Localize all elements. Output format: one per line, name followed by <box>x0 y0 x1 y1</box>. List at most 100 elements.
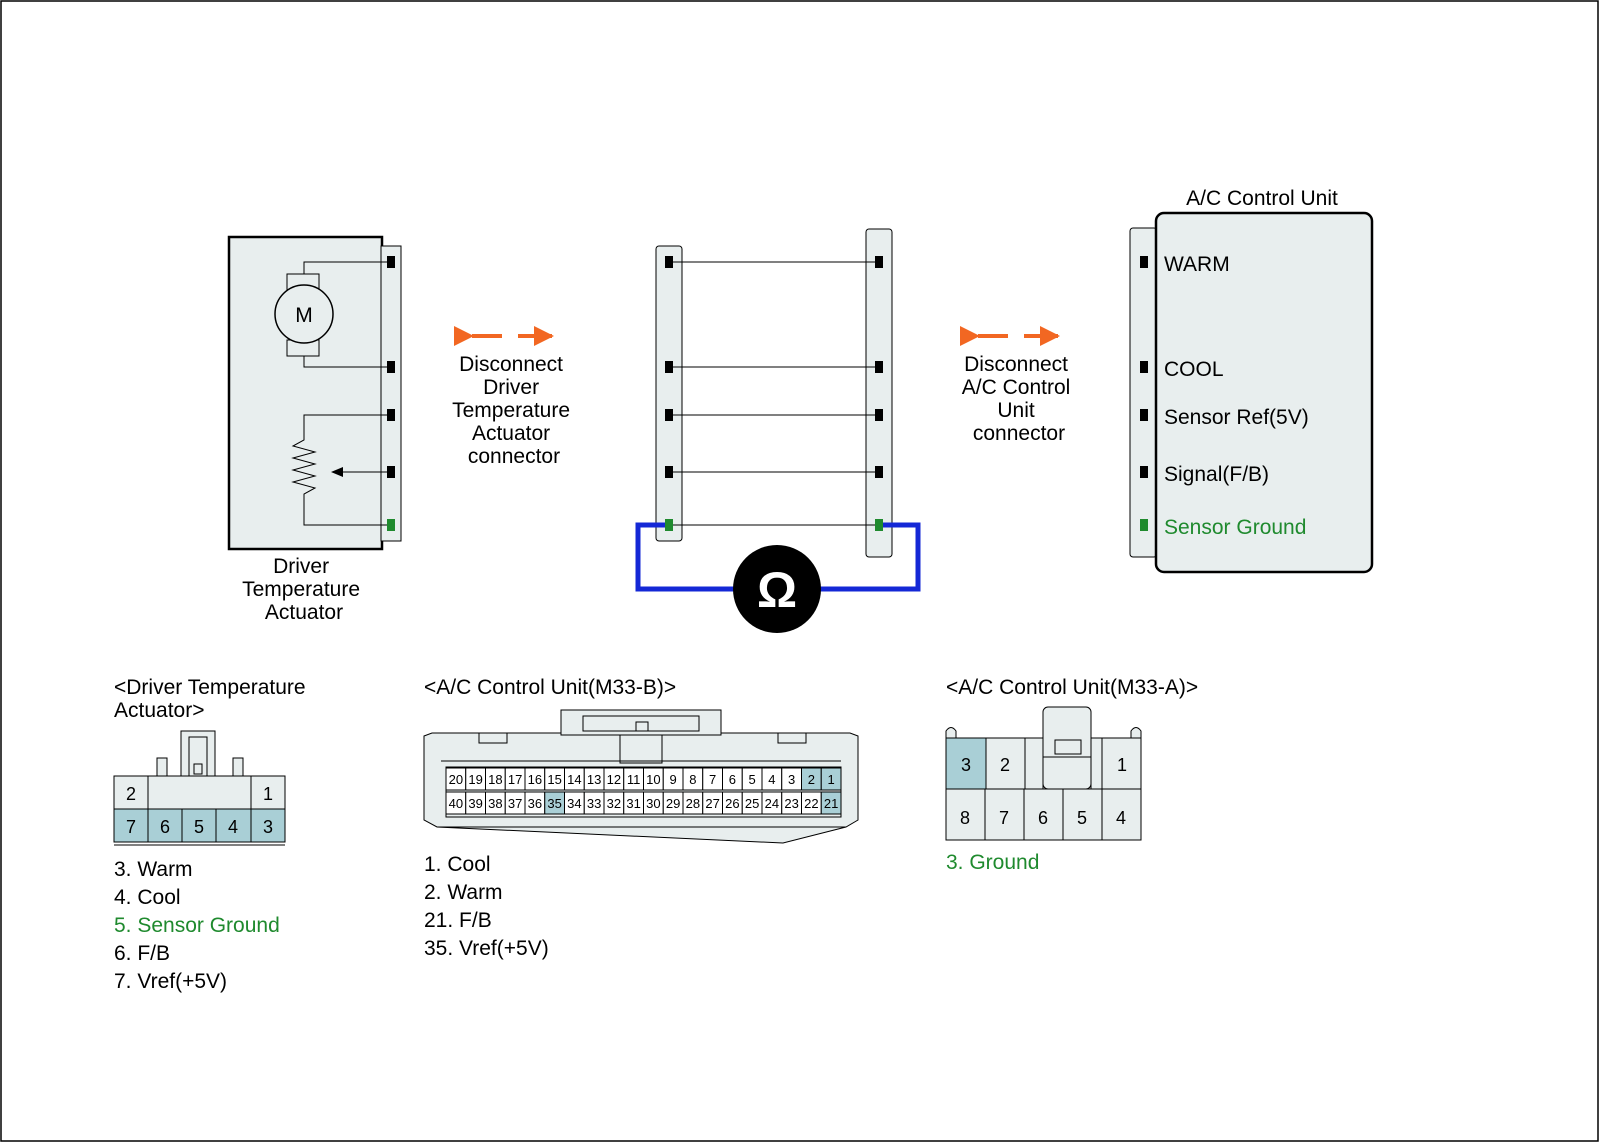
m33b-pin-number: 22 <box>804 796 818 811</box>
m33a-pin-cell <box>984 788 1025 841</box>
terminal-cool: COOL <box>1164 358 1224 381</box>
m33b-pin-number: 30 <box>646 796 660 811</box>
meter-lead-left <box>635 522 740 592</box>
actuator-legend-item: 6. F/B <box>114 942 170 965</box>
actuator-connector-key <box>193 763 203 775</box>
m33b-pin-number: 1 <box>828 772 835 787</box>
m33b-latch <box>777 732 807 744</box>
m33a-pin-number: 8 <box>960 808 970 828</box>
m33b-pin-number: 12 <box>607 772 621 787</box>
m33b-pin-number: 35 <box>547 796 561 811</box>
m33b-pin-cell <box>820 791 842 815</box>
harness-pin <box>875 361 883 373</box>
actuator-connector-strip <box>380 245 402 542</box>
m33b-legend-item: 2. Warm <box>424 881 503 904</box>
m33b-legend-item: 35. Vref(+5V) <box>424 937 549 960</box>
harness-ground-pin <box>665 519 673 531</box>
terminal-sensor-ground: Sensor Ground <box>1164 516 1306 539</box>
actuator-pin-cell <box>215 808 252 843</box>
actuator-pin-cell <box>250 808 286 843</box>
m33b-pin-number: 26 <box>725 796 739 811</box>
wiper-arrow-icon <box>331 467 343 477</box>
actuator-connector-tab <box>232 757 244 777</box>
m33b-pin-number: 14 <box>567 772 581 787</box>
harness-pin <box>875 466 883 478</box>
harness-ground-pin <box>875 519 883 531</box>
disconnect-left-label: Disconnect Driver Temperature Actuator c… <box>452 353 576 468</box>
m33b-pin-number: 27 <box>705 796 719 811</box>
m33b-pin-number: 2 <box>808 772 815 787</box>
harness-test: Ω <box>635 228 921 633</box>
harness-pin <box>665 466 673 478</box>
potentiometer-resistor-icon <box>291 414 391 526</box>
actuator-pin-number: 3 <box>263 817 273 837</box>
control-unit-body <box>1154 211 1374 574</box>
m33b-pin-number: 13 <box>587 772 601 787</box>
m33b-pin-number: 29 <box>666 796 680 811</box>
m33b-pin-number: 5 <box>749 772 756 787</box>
m33a-pin-number: 3 <box>961 755 971 775</box>
actuator-pin-number: 6 <box>160 817 170 837</box>
m33a-pin-number: 1 <box>1117 755 1127 775</box>
actuator-pin <box>387 466 395 478</box>
m33b-pin-number: 38 <box>488 796 502 811</box>
motor-icon <box>274 284 334 344</box>
m33b-pin-number: 8 <box>689 772 696 787</box>
actuator-caption: Driver Temperature Actuator <box>242 555 366 624</box>
m33b-pin-number: 4 <box>768 772 775 787</box>
disconnect-right-label: Disconnect A/C Control Unit connector <box>962 353 1076 445</box>
ohmmeter-icon <box>733 545 821 633</box>
motor-wire-bottom <box>303 356 391 368</box>
m33b-pin-number: 19 <box>468 772 482 787</box>
m33b-pin-number: 31 <box>626 796 640 811</box>
m33a-legend-item-ground: 3. Ground <box>946 851 1039 874</box>
m33a-pin-number: 6 <box>1038 808 1048 828</box>
m33a-pin-number: 5 <box>1077 808 1087 828</box>
terminal-signal-fb: Signal(F/B) <box>1164 463 1269 486</box>
harness-connector-left <box>655 245 683 542</box>
m33a-tab <box>945 727 957 739</box>
m33b-pin-number: 20 <box>449 772 463 787</box>
m33b-lock-tab <box>619 734 663 764</box>
m33b-pin-number: 28 <box>686 796 700 811</box>
m33a-blank <box>1090 737 1103 790</box>
actuator-pin-number: 7 <box>126 817 136 837</box>
m33a-latch-key <box>1054 739 1082 755</box>
m33b-pin-number: 11 <box>627 772 641 787</box>
actuator-ground-pin <box>387 519 395 531</box>
m33a-pin-number: 4 <box>1116 808 1126 828</box>
control-unit-pin <box>1140 466 1148 478</box>
meter-lead-right <box>815 522 921 592</box>
m33b-pin-cell <box>820 767 842 791</box>
m33b-pin-number: 15 <box>547 772 561 787</box>
driver-temperature-actuator: M Driver Temperature Actuator <box>227 235 402 624</box>
disconnect-right: Disconnect A/C Control Unit connector <box>960 326 1076 445</box>
m33b-pin-number: 7 <box>709 772 716 787</box>
actuator-pin-cell <box>250 775 286 810</box>
m33a-pin-number: 7 <box>999 808 1009 828</box>
actuator-pin-number: 1 <box>263 784 273 804</box>
m33a-blank <box>1024 737 1044 790</box>
connector-actuator-title: <Driver Temperature Actuator> <box>114 676 311 722</box>
actuator-pin-number: 2 <box>126 784 136 804</box>
m33b-pin-number: 16 <box>528 772 542 787</box>
m33b-pin-number: 37 <box>508 796 522 811</box>
harness-pin <box>665 409 673 421</box>
control-unit-ground-pin <box>1140 519 1148 531</box>
control-unit-title: A/C Control Unit <box>1186 187 1338 210</box>
actuator-pin-cell <box>181 808 217 843</box>
motor-wire-top <box>303 261 391 274</box>
m33b-legend-item: 21. F/B <box>424 909 492 932</box>
actuator-legend-item: 4. Cool <box>114 886 181 909</box>
harness-pin <box>665 361 673 373</box>
m33a-pin-cell <box>1062 788 1103 841</box>
m33b-pin-number: 33 <box>587 796 601 811</box>
actuator-pin <box>387 361 395 373</box>
harness-pin <box>875 409 883 421</box>
m33b-pin-number: 6 <box>729 772 736 787</box>
actuator-connector-blank <box>147 775 252 810</box>
control-unit-pin <box>1140 256 1148 268</box>
m33b-pin-number: 23 <box>784 796 798 811</box>
m33a-pin-number: 2 <box>1000 755 1010 775</box>
